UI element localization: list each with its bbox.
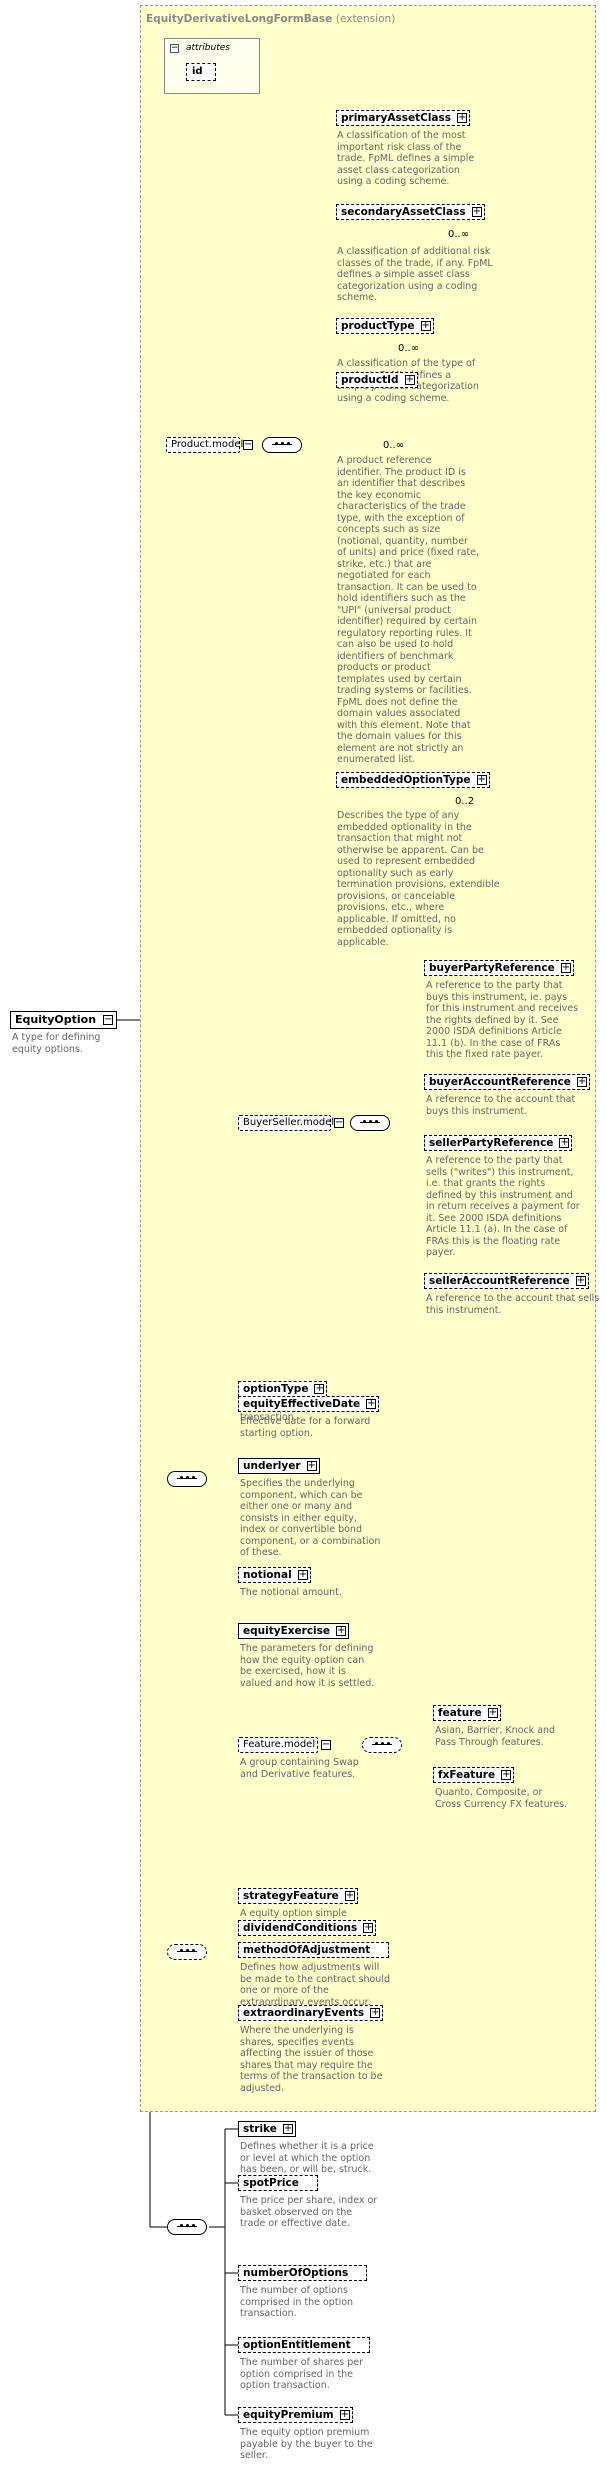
attributes-label: attributes xyxy=(186,43,230,53)
element-secondaryassetclass[interactable]: secondaryAssetClass+ xyxy=(336,204,485,220)
element-underlyer[interactable]: underlyer+ xyxy=(238,1458,320,1474)
extension-box xyxy=(140,5,596,2112)
element-strike[interactable]: strike+ xyxy=(238,2121,296,2137)
element-extraordinaryevents[interactable]: extraordinaryEvents+ xyxy=(238,2005,384,2021)
element-notional[interactable]: notional+ xyxy=(238,1567,311,1583)
attribute-id[interactable]: id xyxy=(186,63,216,81)
element-optionentitlement[interactable]: optionEntitlement xyxy=(238,2337,370,2353)
group-product-model[interactable]: Product.model− xyxy=(166,437,253,453)
element-numberofoptions[interactable]: numberOfOptions xyxy=(238,2265,368,2281)
element-buyeraccountreference[interactable]: buyerAccountReference+ xyxy=(424,1074,590,1090)
occurrence-label: 0..∞ xyxy=(398,343,420,354)
sequence-compositor xyxy=(262,437,302,453)
occurrence-label: 0..∞ xyxy=(383,440,405,451)
element-productid[interactable]: productId+ xyxy=(336,372,418,388)
collapse-icon[interactable]: − xyxy=(243,439,253,450)
element-fxfeature[interactable]: fxFeature+ xyxy=(433,1767,515,1783)
sequence-compositor xyxy=(362,1737,402,1753)
extension-title: EquityDerivativeLongFormBase (extension) xyxy=(146,13,396,25)
element-primaryassetclass[interactable]: primaryAssetClass+ xyxy=(336,110,470,126)
element-optiontype[interactable]: optionType+ xyxy=(238,1381,328,1397)
collapse-icon[interactable]: − xyxy=(170,43,179,53)
element-strategyfeature[interactable]: strategyFeature+ xyxy=(238,1888,358,1904)
element-embeddedoptiontype[interactable]: embeddedOptionType+ xyxy=(336,772,490,788)
element-buyerpartyreference[interactable]: buyerPartyReference+ xyxy=(424,960,574,976)
sequence-compositor xyxy=(167,1944,207,1960)
sequence-compositor xyxy=(167,2219,207,2235)
element-selleraccountreference[interactable]: sellerAccountReference+ xyxy=(424,1273,589,1289)
element-methodofadjustment[interactable]: methodOfAdjustment xyxy=(238,1942,390,1958)
occurrence-label: 0..∞ xyxy=(448,229,470,240)
element-equityexercise[interactable]: equityExercise+ xyxy=(238,1623,350,1639)
group-feature-model[interactable]: Feature.model− xyxy=(238,1737,331,1753)
sequence-compositor xyxy=(350,1115,390,1131)
element-feature[interactable]: feature+ xyxy=(433,1705,501,1721)
occurrence-label: 0..2 xyxy=(455,796,475,807)
collapse-icon[interactable]: − xyxy=(321,1739,331,1750)
collapse-icon[interactable]: − xyxy=(334,1117,344,1128)
collapse-icon[interactable]: − xyxy=(103,1014,114,1025)
element-spotprice[interactable]: spotPrice xyxy=(238,2175,318,2191)
element-dividendconditions[interactable]: dividendConditions+ xyxy=(238,1920,377,1936)
sequence-compositor xyxy=(167,1471,207,1487)
description-notional: The notional amount. xyxy=(240,1587,342,1598)
root-description: A type for defining equity options. xyxy=(12,1032,101,1055)
root-element-equityoption[interactable]: EquityOption− xyxy=(10,1011,118,1029)
element-producttype[interactable]: productType+ xyxy=(336,318,434,334)
element-sellerpartyreference[interactable]: sellerPartyReference+ xyxy=(424,1135,573,1151)
group-buyerseller-model[interactable]: BuyerSeller.model− xyxy=(238,1115,344,1131)
element-equityeffectivedate[interactable]: equityEffectiveDate+ xyxy=(238,1396,380,1412)
element-equitypremium[interactable]: equityPremium+ xyxy=(238,2407,353,2423)
